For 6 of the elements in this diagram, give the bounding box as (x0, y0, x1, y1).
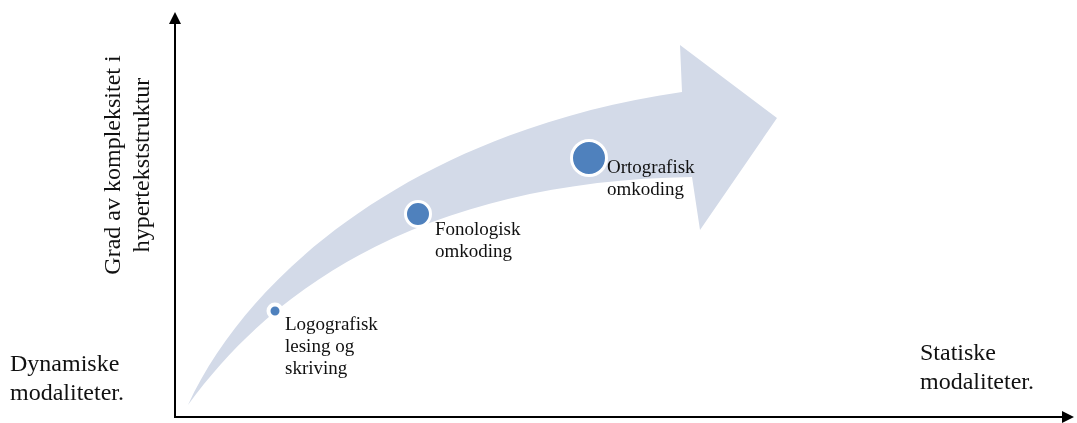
axis-end-label: Statiske modaliteter. (920, 338, 1035, 396)
stage-label: Fonologisk omkoding (435, 218, 522, 262)
stage-label: Ortografisk omkoding (607, 156, 696, 200)
axis-end-label: Dynamiske modaliteter. (10, 349, 125, 407)
stage-label: Logografisk lesing og skriving (285, 313, 379, 379)
axis-title: Grad av kompleksitet i hypertekststruktur (98, 54, 155, 277)
